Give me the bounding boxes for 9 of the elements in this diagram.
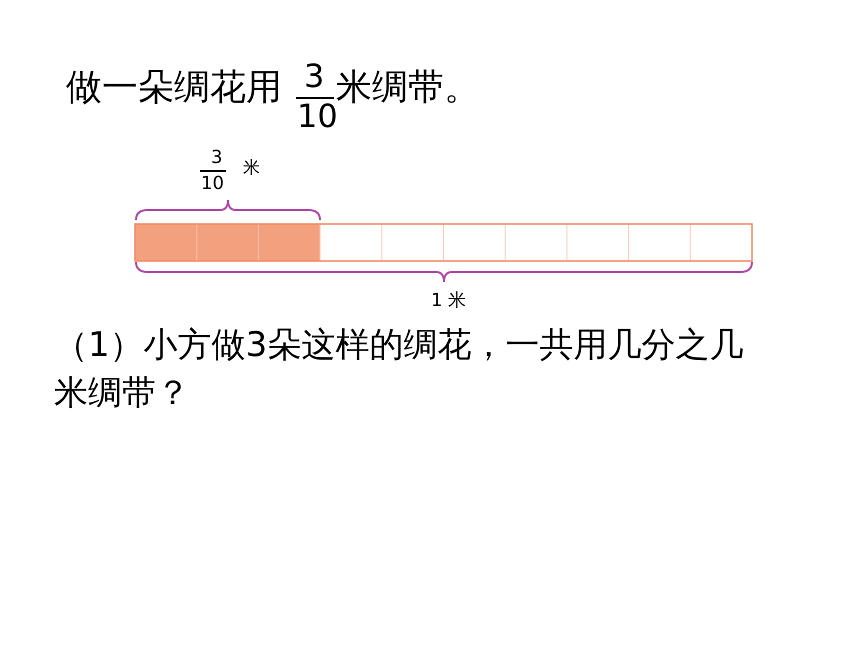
fraction-denominator: 10 <box>201 175 224 193</box>
title-text: 米绸带。 <box>336 70 480 106</box>
title-text: 做一朵绸花用 <box>66 70 282 106</box>
unit-label: 米 <box>243 160 260 177</box>
measure-label: 1 米 <box>431 292 466 310</box>
fraction-denominator: 10 <box>297 100 338 132</box>
fraction-numerator: 3 <box>211 149 222 167</box>
question-text: （1）小方做3朵这样的绸花，一共用几分之几米绸带？ <box>54 324 744 415</box>
fraction-numerator: 3 <box>304 60 324 92</box>
